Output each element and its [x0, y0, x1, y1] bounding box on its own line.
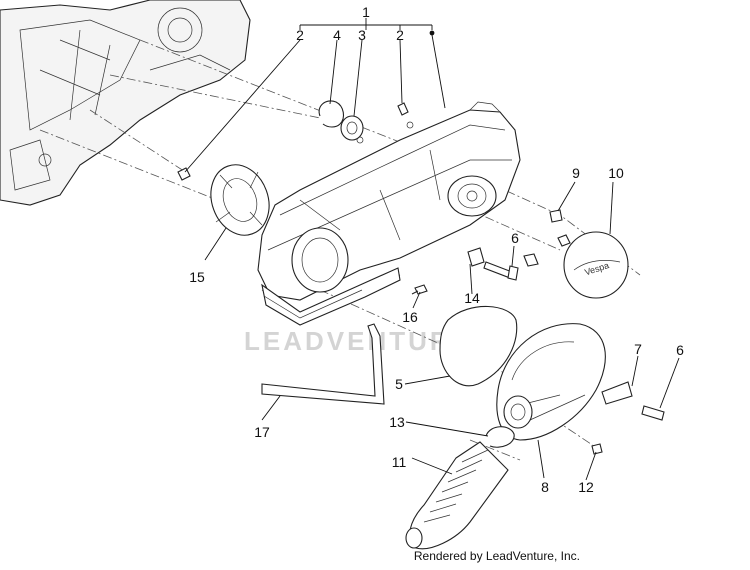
screw-16	[411, 284, 428, 295]
callout-16: 16	[402, 309, 418, 325]
callout-12: 12	[578, 479, 594, 495]
bolt-6	[641, 405, 665, 421]
gasket-5	[439, 305, 518, 387]
hose-clamp-13	[485, 426, 515, 448]
duct-cover-8	[496, 323, 606, 441]
dowel-pin-2-right	[397, 102, 409, 116]
watermark-text: LEADVENTURE	[244, 326, 472, 356]
callout-13: 13	[389, 414, 405, 430]
render-credit: Rendered by LeadVenture, Inc.	[414, 549, 580, 563]
callout-3: 3	[358, 27, 366, 43]
callout-6-upper: 6	[511, 230, 519, 246]
rod-17	[261, 323, 385, 405]
engine-crankcase	[0, 0, 251, 206]
bracket-14-and-bolt-6	[467, 247, 539, 281]
transmission-cover	[257, 101, 521, 326]
callout-5: 5	[395, 376, 403, 392]
washer	[557, 234, 571, 247]
leader-lines	[184, 34, 680, 481]
callout-10: 10	[608, 165, 624, 181]
bracket-7	[601, 381, 633, 405]
callout-2-left: 2	[296, 27, 304, 43]
callout-7: 7	[634, 341, 642, 357]
callout-6-lower: 6	[676, 342, 684, 358]
callout-2-right: 2	[396, 27, 404, 43]
callout-9: 9	[572, 165, 580, 181]
cover-plate-15	[210, 164, 270, 236]
nut-9	[549, 209, 563, 223]
callout-8: 8	[541, 479, 549, 495]
item-1-bracket	[299, 18, 433, 30]
screw-12	[591, 443, 603, 455]
dowel-pin-2-left	[177, 167, 191, 181]
callout-labels: 1 2 4 3 2 9 10 6 15 14 16 5 7 6 17 13 11…	[189, 4, 684, 495]
item-1-dot	[429, 30, 435, 36]
callout-14: 14	[464, 290, 480, 306]
callout-1: 1	[362, 4, 370, 20]
callout-17: 17	[254, 424, 270, 440]
callout-11: 11	[392, 454, 407, 470]
bearing-3	[340, 115, 364, 141]
circlip-4	[318, 100, 345, 128]
callout-4: 4	[333, 27, 341, 43]
badge-cover-10: Vespa	[563, 231, 629, 299]
callout-15: 15	[189, 269, 205, 285]
intake-hose-11	[405, 441, 509, 550]
